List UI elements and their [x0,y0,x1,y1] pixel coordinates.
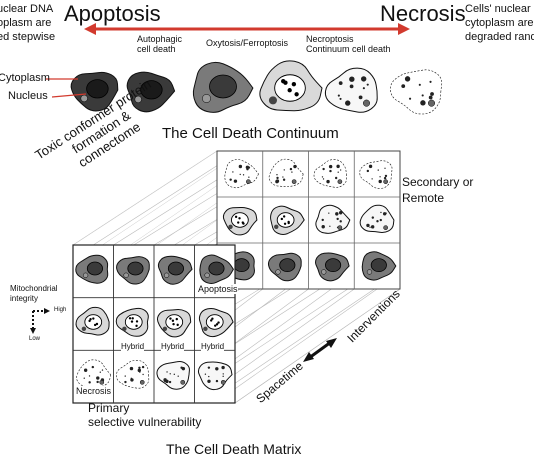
primary-cell [116,256,150,285]
right-note: Cells' nuclear cytoplasm are degraded ra… [465,3,534,43]
matrix-caption: The Cell Death Matrix [166,441,302,457]
primary-cell [75,306,110,336]
secondary-cell [315,252,350,282]
mito-label: Mitochondrial integrity [10,284,58,303]
secondary-cell [224,159,259,189]
continuum-cell-1 [70,71,119,112]
secondary-cell [315,204,351,234]
continuum-cell-6 [390,69,443,115]
high-label: High [54,307,67,313]
spacetime-double-arrow [303,338,337,362]
cell-label-necrosis: Necrosis [76,386,112,397]
stage-label-autophagic: Autophagic cell death [137,34,183,55]
label-pointers [46,78,87,98]
continuum-cell-5 [324,67,378,113]
primary-cell [115,307,149,337]
cell-label-hybrid-1: Hybrid [121,342,145,352]
left-note: uclear DNA oplasm are ed stepwise [0,3,56,43]
apoptosis-title: Apoptosis [64,1,161,26]
continuum-cell-4 [259,60,323,112]
primary-cell [156,309,192,338]
nucleus-label: Nucleus [8,90,48,102]
secondary-cell [359,160,393,189]
secondary-grid [216,150,401,290]
mito-axis-arrows [30,308,50,334]
continuum-double-arrow [84,23,410,35]
continuum-cell-3 [192,61,254,113]
continuum-graphic [46,23,443,115]
primary-cell [197,361,233,391]
primary-cell [75,254,109,284]
secondary-cell [361,251,397,281]
primary-grid [72,244,236,404]
cell-label-hybrid-3: Hybrid [201,342,225,352]
primary-cell [157,255,193,285]
primary-label: Primary selective vulnerability [88,401,202,430]
primary-cell [76,359,111,388]
primary-cell [198,307,234,338]
cytoplasm-label: Cytoplasm [0,72,50,84]
continuum-caption: The Cell Death Continuum [162,125,339,142]
stage-label-oxytosis: Oxytosis/Ferroptosis [206,38,289,48]
secondary-cell [267,252,302,282]
cell-label-apoptosis: Apoptosis [198,284,238,295]
secondary-cell [359,204,395,234]
secondary-cell [268,158,304,187]
cell-label-hybrid-2: Hybrid [161,342,185,352]
stage-label-necroptosis: Necroptosis Continuum cell death [306,34,391,55]
low-label: Low [29,336,41,342]
primary-cell [199,254,234,284]
secondary-cell [313,159,347,188]
secondary-cell [270,205,305,235]
necrosis-title: Necrosis [380,1,466,26]
secondary-cell [222,206,258,236]
continuum-cell-2 [126,71,176,113]
secondary-label: Secondary or Remote [402,175,474,205]
primary-cell [156,361,190,390]
primary-cell [116,359,150,389]
